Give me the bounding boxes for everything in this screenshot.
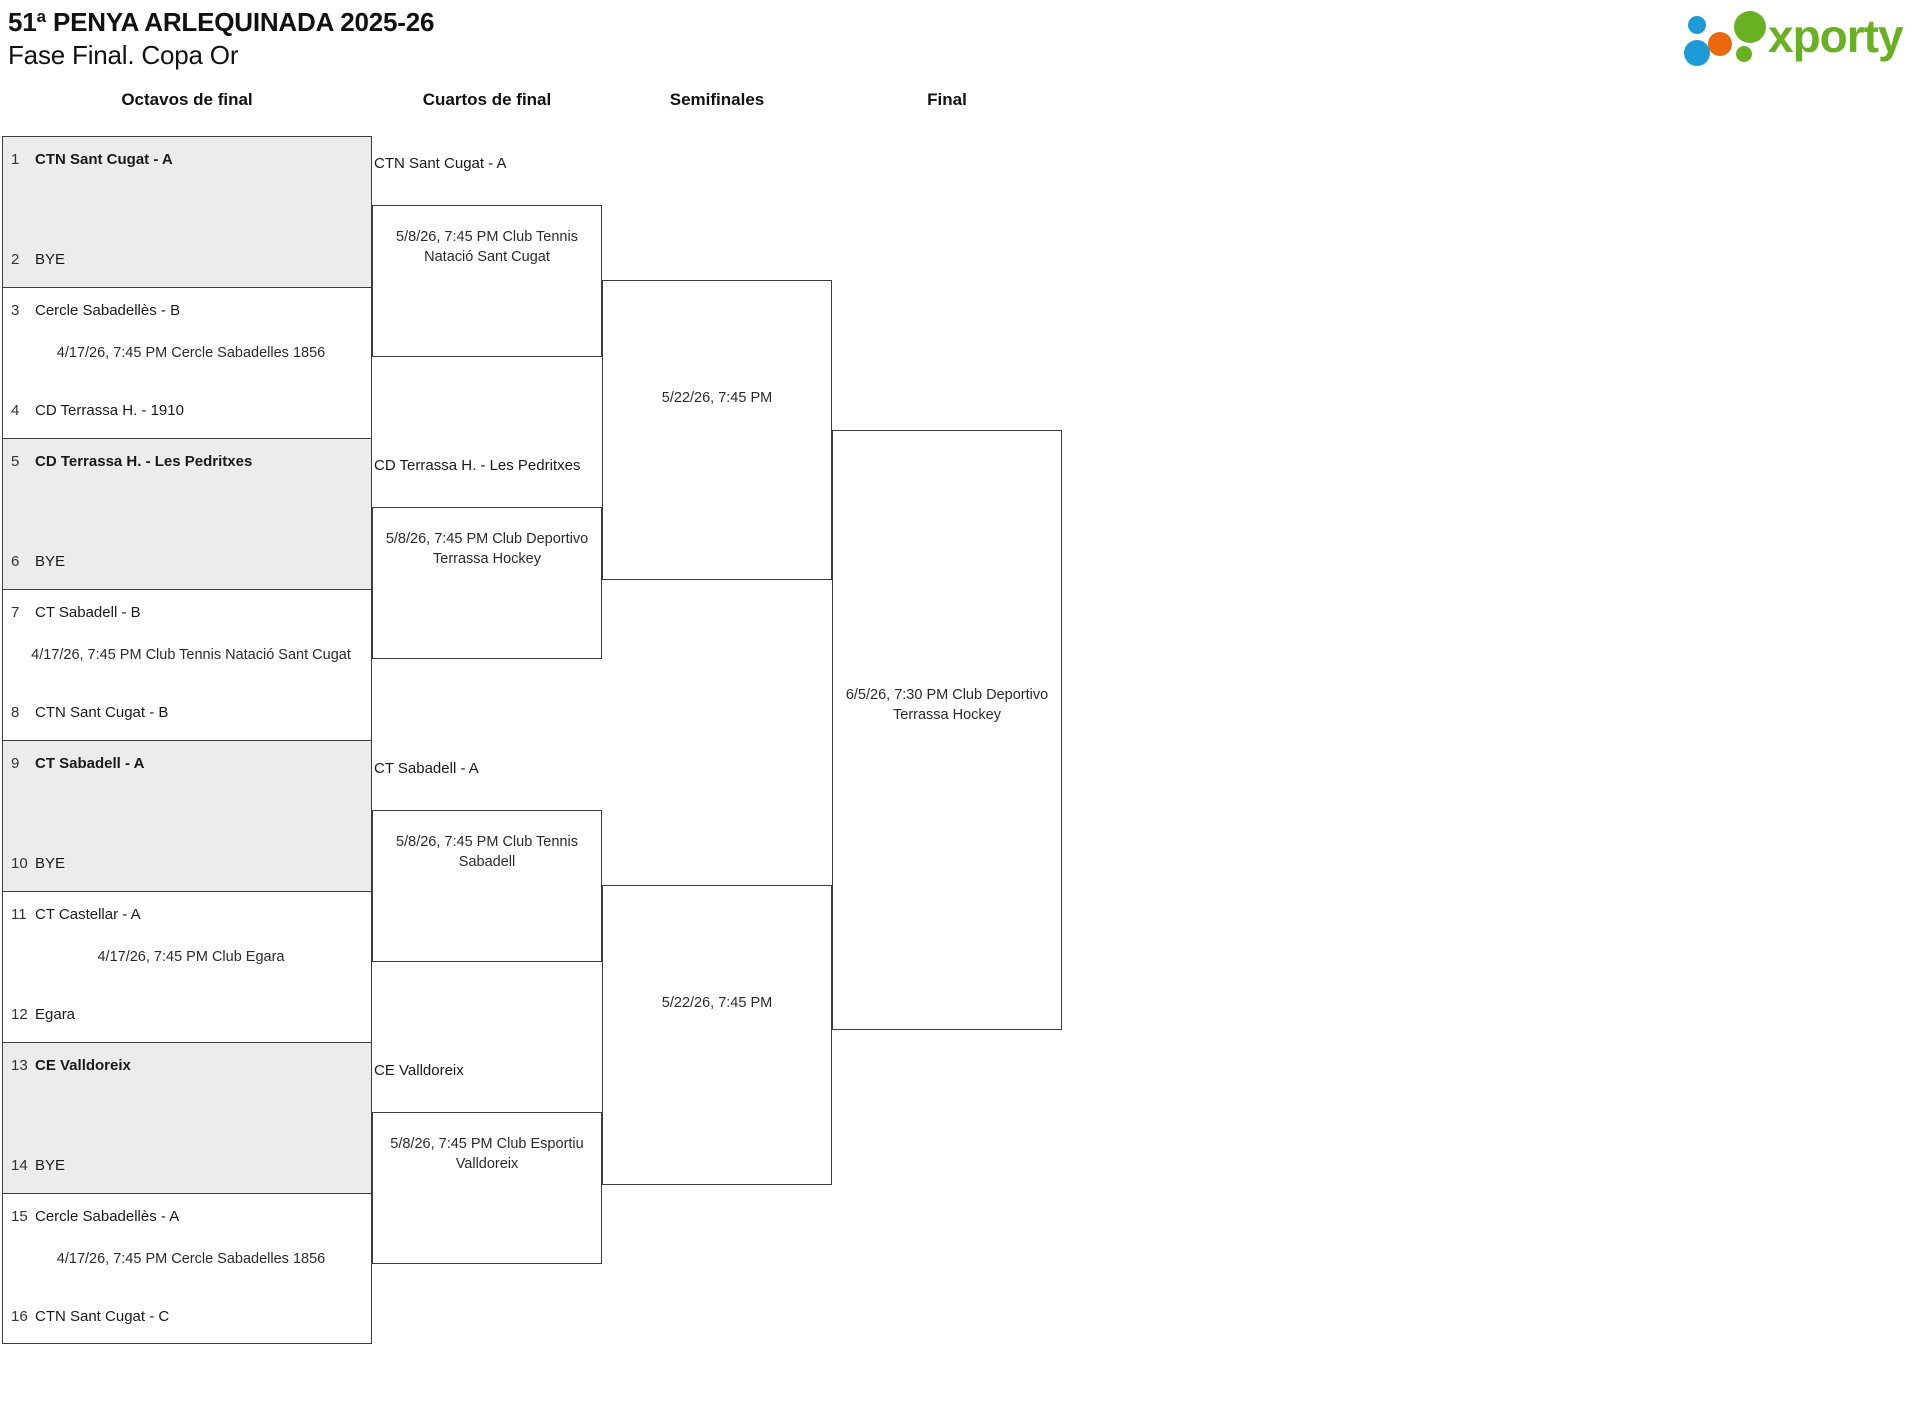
team-name[interactable]: CD Terrassa H. - Les Pedritxes [35, 453, 253, 470]
match-row[interactable]: 1 CTN Sant Cugat - A 2 BYE [2, 136, 372, 287]
logo-dot-green-large [1734, 11, 1766, 43]
team-name[interactable]: CTN Sant Cugat - B [35, 704, 169, 721]
match-info: 5/22/26, 7:45 PM [661, 390, 773, 406]
team-name[interactable]: BYE [35, 251, 66, 268]
seed-number: 9 [11, 755, 20, 772]
team-name[interactable]: CD Terrassa H. - 1910 [35, 402, 184, 419]
logo-dot-blue-small [1688, 16, 1706, 34]
team-name[interactable]: Cercle Sabadellès - B [35, 302, 181, 319]
round-header-final: Final [927, 90, 967, 109]
logo-dot-orange [1708, 32, 1732, 56]
logo-dot-green-small [1736, 46, 1752, 62]
seed-number: 4 [11, 402, 20, 419]
seed-number: 5 [11, 453, 20, 470]
round-header-semifinal: Semifinales [669, 90, 765, 109]
semifinal-box[interactable]: 5/22/26, 7:45 PM [602, 280, 832, 580]
seed-number: 6 [11, 553, 20, 570]
round-header-cuartos: Cuartos de final [422, 90, 552, 109]
advanced-team[interactable]: CTN Sant Cugat - A [374, 155, 507, 172]
advanced-team[interactable]: CT Sabadell - A [374, 760, 479, 777]
team-name[interactable]: CT Sabadell - B [35, 604, 141, 621]
team-name[interactable]: BYE [35, 1157, 66, 1174]
xporty-logo[interactable]: xporty [1682, 6, 1904, 68]
seed-number: 15 [11, 1208, 28, 1225]
team-name[interactable]: Egara [35, 1006, 76, 1023]
quarterfinal-box[interactable]: 5/8/26, 7:45 PM Club Tennis Sabadell [372, 810, 602, 962]
match-info: 5/22/26, 7:45 PM [661, 995, 773, 1011]
team-name[interactable]: BYE [35, 855, 66, 872]
team-name[interactable]: CT Castellar - A [35, 906, 141, 923]
seed-number: 11 [11, 906, 27, 923]
logo-wordmark: xporty [1768, 10, 1904, 62]
seed-number: 16 [11, 1308, 28, 1325]
quarterfinal-box[interactable]: 5/8/26, 7:45 PM Club Tennis Natació Sant… [372, 205, 602, 357]
match-info: 4/17/26, 7:45 PM Club Tennis Natació San… [31, 647, 351, 663]
semifinal-box[interactable]: 5/22/26, 7:45 PM [602, 885, 832, 1185]
advanced-team[interactable]: CE Valldoreix [374, 1062, 464, 1079]
match-row[interactable]: 5 CD Terrassa H. - Les Pedritxes 6 BYE [2, 438, 372, 589]
match-info: 5/8/26, 7:45 PM Club Deportivo Terrassa … [385, 531, 589, 567]
seed-number: 3 [11, 302, 20, 319]
quarterfinal-box[interactable]: 5/8/26, 7:45 PM Club Deportivo Terrassa … [372, 507, 602, 659]
seed-number: 1 [11, 151, 20, 168]
logo-dot-blue-large [1684, 40, 1710, 66]
match-row[interactable]: 13 CE Valldoreix 14 BYE [2, 1042, 372, 1193]
seed-number: 2 [11, 251, 20, 268]
match-info: 4/17/26, 7:45 PM Cercle Sabadelles 1856 [56, 345, 326, 361]
match-info: 6/5/26, 7:30 PM Club Deportivo Terrassa … [845, 687, 1049, 723]
match-row[interactable]: 9 CT Sabadell - A 10 BYE [2, 740, 372, 891]
team-name[interactable]: CT Sabadell - A [35, 755, 145, 772]
page-title: 51ª PENYA ARLEQUINADA 2025-26 Fase Final… [8, 6, 434, 71]
team-name[interactable]: BYE [35, 553, 66, 570]
match-info: 4/17/26, 7:45 PM Club Egara [97, 949, 285, 965]
team-name[interactable]: Cercle Sabadellès - A [35, 1208, 180, 1225]
match-info: 4/17/26, 7:45 PM Cercle Sabadelles 1856 [56, 1251, 326, 1267]
seed-number: 12 [11, 1006, 28, 1023]
match-info: 5/8/26, 7:45 PM Club Tennis Natació Sant… [396, 229, 578, 265]
match-row[interactable]: 11 CT Castellar - A 4/17/26, 7:45 PM Clu… [2, 891, 372, 1042]
seed-number: 10 [11, 855, 28, 872]
quarterfinal-box[interactable]: 5/8/26, 7:45 PM Club Esportiu Valldoreix [372, 1112, 602, 1264]
tournament-phase: Fase Final. Copa Or [8, 39, 239, 70]
match-info: 5/8/26, 7:45 PM Club Esportiu Valldoreix [390, 1136, 584, 1172]
match-info: 5/8/26, 7:45 PM Club Tennis Sabadell [396, 834, 578, 870]
seed-number: 14 [11, 1157, 28, 1174]
match-row[interactable]: 7 CT Sabadell - B 4/17/26, 7:45 PM Club … [2, 589, 372, 740]
team-name[interactable]: CTN Sant Cugat - A [35, 151, 173, 168]
advanced-team[interactable]: CD Terrassa H. - Les Pedritxes [374, 457, 581, 474]
tournament-name: 51ª PENYA ARLEQUINADA 2025-26 [8, 7, 435, 37]
round-header-octavos: Octavos de final [121, 90, 253, 109]
seed-number: 7 [11, 604, 20, 621]
team-name[interactable]: CTN Sant Cugat - C [35, 1308, 170, 1325]
seed-number: 8 [11, 704, 20, 721]
team-name[interactable]: CE Valldoreix [35, 1057, 131, 1074]
seed-number: 13 [11, 1057, 28, 1074]
final-box[interactable]: 6/5/26, 7:30 PM Club Deportivo Terrassa … [832, 430, 1062, 1030]
round-of-16-column: 1 CTN Sant Cugat - A 2 BYE 3 Cercle Saba… [2, 136, 372, 1344]
match-row[interactable]: 15 Cercle Sabadellès - A 4/17/26, 7:45 P… [2, 1193, 372, 1344]
match-row[interactable]: 3 Cercle Sabadellès - B 4/17/26, 7:45 PM… [2, 287, 372, 438]
